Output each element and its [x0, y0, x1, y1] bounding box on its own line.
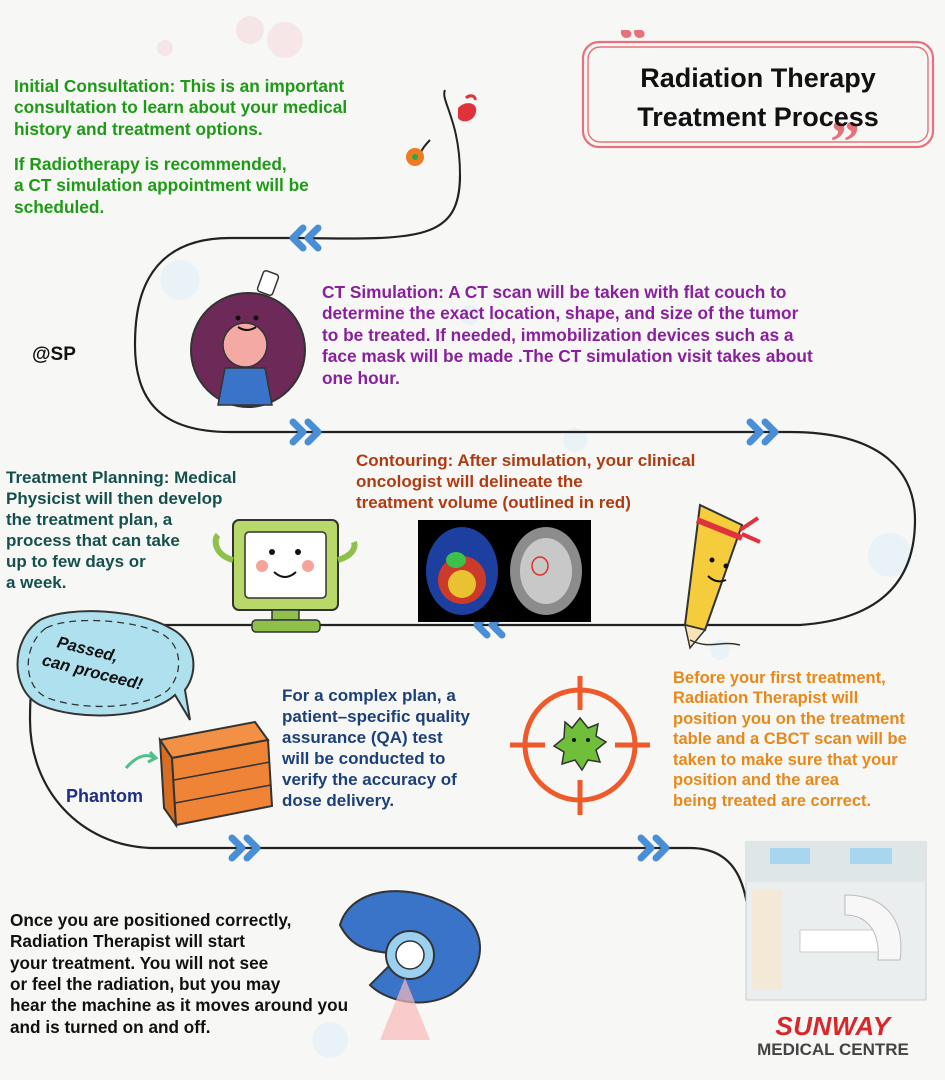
arrow-right-3	[228, 834, 261, 862]
svg-text:”: ”	[830, 109, 860, 158]
logo-sub: MEDICAL CENTRE	[757, 1040, 909, 1060]
title-line-2: Treatment Process	[637, 102, 879, 132]
title-line-1: Radiation Therapy	[640, 63, 876, 93]
treatment-line: your treatment. You will not see	[10, 952, 269, 973]
planning-text: Treatment Planning: Medical Physicist wi…	[6, 467, 237, 593]
sunway-logo: SUNWAY MEDICAL CENTRE	[740, 1011, 926, 1061]
qa-text: For a complex plan, a patient–specific q…	[282, 685, 470, 811]
qa-line: For a complex plan, a	[282, 686, 456, 705]
planning-line: Physicist will then develop	[6, 489, 223, 509]
planning-line: process that can take	[6, 531, 180, 551]
contouring-line: Contouring: After simulation, your clini…	[356, 451, 696, 470]
qa-line: assurance (QA) test	[282, 728, 443, 748]
treatment-line: or feel the radiation, but you may	[10, 973, 281, 994]
linac-machine-icon	[338, 890, 481, 1040]
ct-simulation-text: CT Simulation: A CT scan will be taken w…	[322, 282, 813, 389]
winding-path	[28, 173, 917, 952]
title-card: “ ” Radiation Therapy Treatment Process	[580, 30, 936, 158]
ct-appointment-text: If Radiotherapy is recommended, a CT sim…	[14, 154, 309, 218]
contouring-line: oncologist will delineate the	[356, 472, 583, 492]
qa-line: will be conducted to	[282, 749, 446, 769]
svg-text:“: “	[618, 30, 648, 73]
arrow-right-2	[746, 418, 779, 446]
positioning-line: being treated are correct.	[673, 791, 872, 810]
pencil-icon	[683, 503, 761, 650]
ct-scanner-icon	[190, 270, 306, 408]
ct-sim-line: CT Simulation: A CT scan will be taken w…	[322, 282, 787, 302]
consultation-line: If Radiotherapy is recommended,	[14, 154, 287, 174]
ct-sim-line: face mask will be made .The CT simulatio…	[322, 346, 813, 367]
consultation-line: scheduled.	[14, 196, 105, 217]
watermark-text: @SP	[32, 344, 76, 365]
arrow-right-4	[637, 834, 670, 862]
arrow-right-1	[289, 418, 322, 446]
target-crosshair-icon	[510, 676, 650, 815]
phantom-label: Phantom	[66, 786, 144, 806]
treatment-line: Once you are positioned correctly,	[10, 910, 292, 930]
stethoscope-icon	[406, 89, 477, 176]
treatment-line: Radiation Therapist will start	[10, 931, 245, 952]
computer-monitor-icon	[212, 519, 358, 633]
consultation-line: Initial Consultation: This is an importa…	[14, 76, 345, 96]
positioning-line: table and a CBCT scan will be	[673, 730, 907, 749]
qa-line: patient–specific quality	[282, 707, 470, 727]
positioning-line: position you on the treatment	[673, 709, 905, 728]
qa-line: verify the accuracy of	[282, 770, 457, 790]
consultation-text: Initial Consultation: This is an importa…	[14, 76, 347, 140]
treatment-line: hear the machine as it moves around you	[10, 995, 349, 1016]
treatment-room-photo	[745, 841, 927, 1001]
qa-line: dose delivery.	[282, 791, 395, 811]
planning-line: Treatment Planning: Medical	[6, 468, 237, 487]
ct-sim-line: determine the exact location, shape, and…	[322, 303, 799, 324]
title-frame: “ ”	[581, 30, 935, 158]
consultation-line: a CT simulation appointment will be	[14, 175, 309, 196]
positioning-line: taken to make sure that your	[673, 750, 898, 769]
ct-sim-line: to be treated. If needed, immobilization…	[322, 324, 794, 345]
consultation-line: history and treatment options.	[14, 118, 263, 139]
contouring-text: Contouring: After simulation, your clini…	[356, 450, 695, 513]
ct-images	[418, 520, 591, 622]
qa-phantom-icon	[124, 720, 274, 829]
ct-sim-line: one hour.	[322, 367, 400, 388]
contouring-line: treatment volume (outlined in red)	[356, 493, 631, 513]
positioning-line: Before your first treatment,	[673, 669, 886, 687]
logo-brand: SUNWAY	[775, 1011, 891, 1041]
treatment-line: and is turned on and off.	[10, 1016, 211, 1037]
positioning-line: position and the area	[673, 771, 839, 790]
planning-line: up to few days or	[6, 552, 146, 572]
positioning-text: Before your first treatment, Radiation T…	[673, 668, 907, 811]
arrow-left-1	[289, 224, 322, 252]
positioning-line: Radiation Therapist will	[673, 689, 859, 708]
consultation-line: consultation to learn about your medical	[14, 97, 348, 118]
planning-line: the treatment plan, a	[6, 510, 173, 530]
planning-line: a week.	[6, 573, 67, 593]
treatment-text: Once you are positioned correctly, Radia…	[10, 910, 348, 1038]
speech-bubble	[16, 610, 195, 721]
